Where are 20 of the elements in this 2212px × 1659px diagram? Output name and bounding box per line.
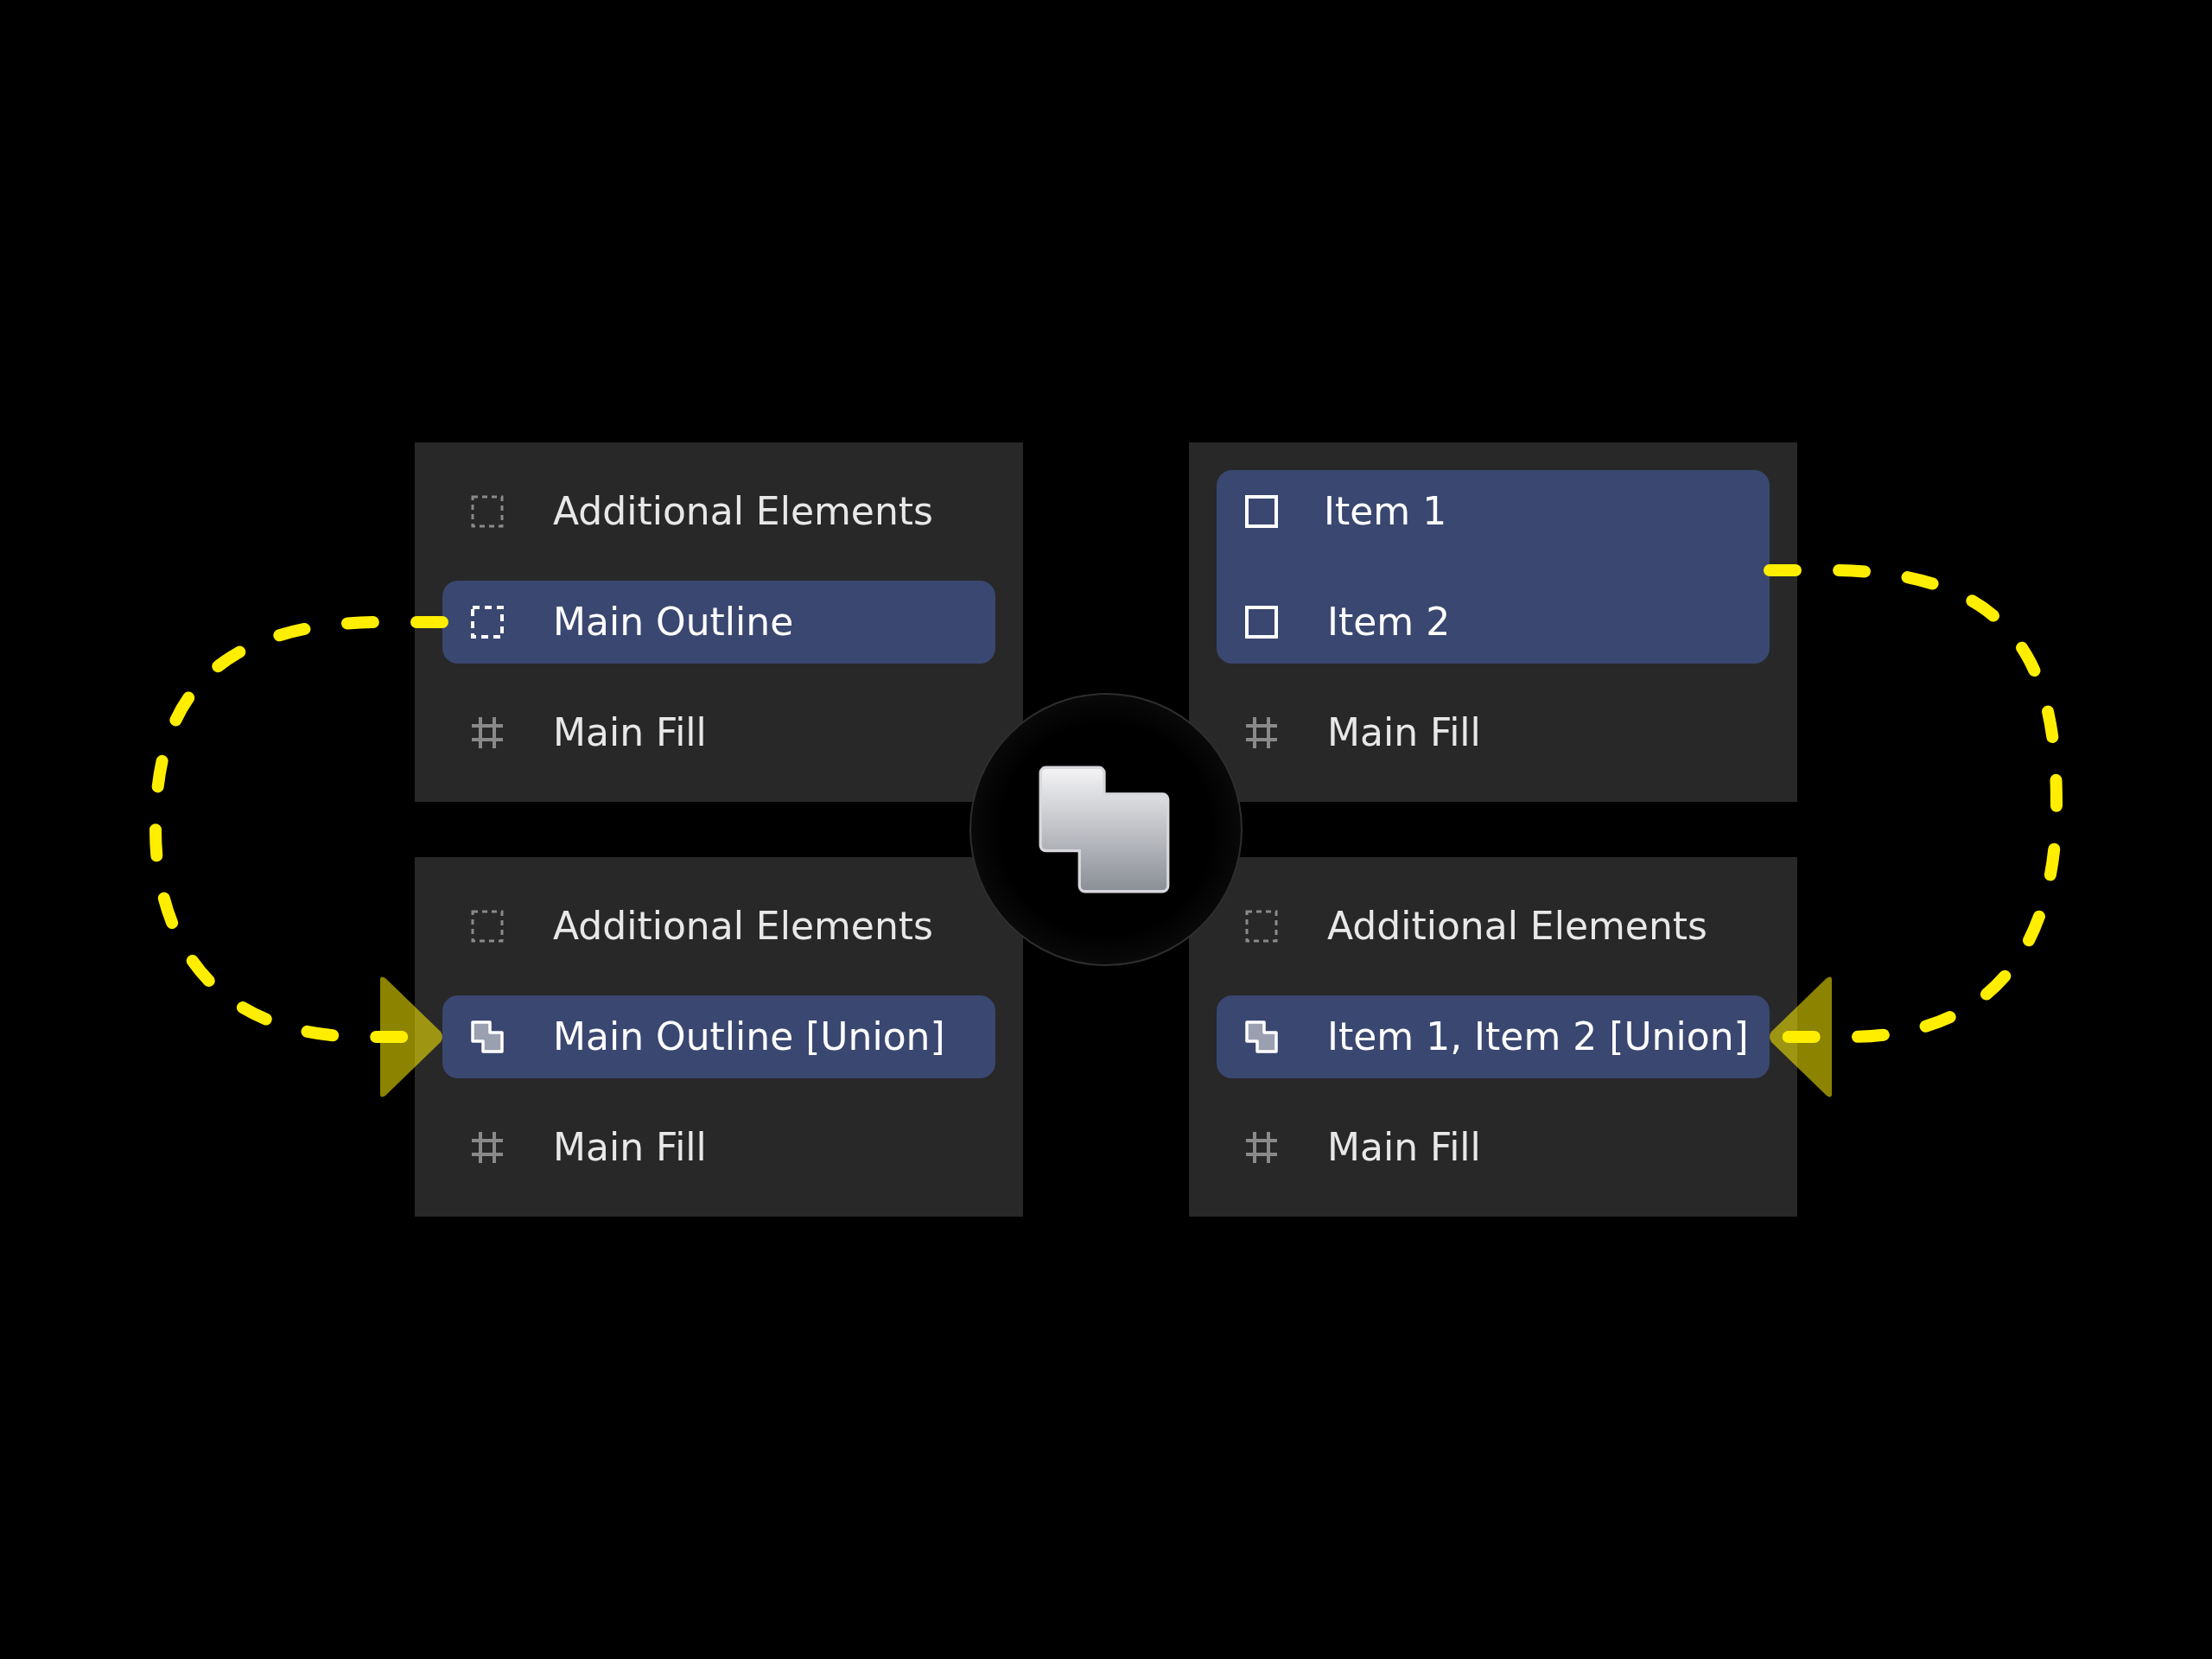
layer-name: Main Fill — [553, 709, 707, 756]
layers-panel — [415, 857, 1023, 1217]
layer-name: Main Outline [Union] — [553, 1014, 945, 1060]
selected-layer-row — [442, 581, 995, 664]
layers-panel — [415, 442, 1023, 802]
selection-highlight — [1217, 470, 1770, 664]
layer-name: Item 2 — [1327, 599, 1451, 645]
layer-name: Additional Elements — [553, 903, 933, 950]
layer-name: Additional Elements — [1327, 903, 1707, 950]
selected-layer-row — [442, 995, 995, 1078]
layer-name: Main Fill — [1327, 709, 1481, 756]
layers-panel — [1189, 442, 1797, 802]
layers-panel — [1189, 857, 1797, 1217]
selected-layer-row — [1217, 995, 1770, 1078]
layer-name: Main Outline — [553, 599, 794, 645]
layer-name: Main Fill — [553, 1124, 707, 1171]
layer-name: Additional Elements — [553, 488, 933, 535]
layer-name: Item 1 — [1324, 488, 1447, 535]
layer-name: Item 1, Item 2 [Union] — [1327, 1014, 1749, 1060]
layer-name: Main Fill — [1327, 1124, 1481, 1171]
